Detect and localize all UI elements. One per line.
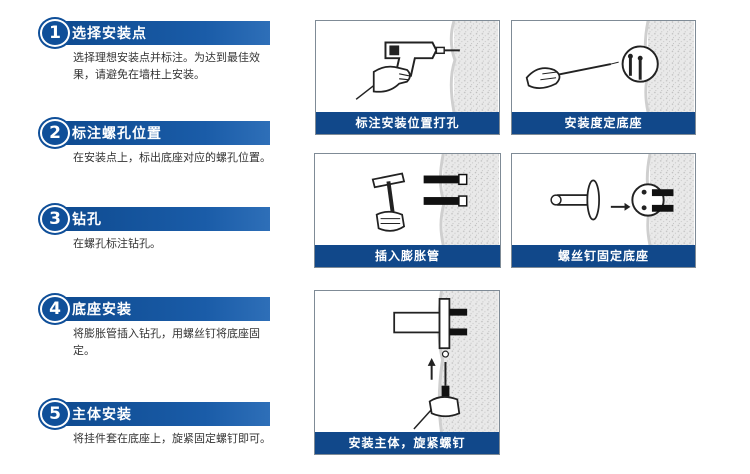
panel-mount-caption: 安装主体，旋紧螺钉 bbox=[315, 432, 499, 454]
panel-anchor-caption: 插入膨胀管 bbox=[315, 245, 500, 267]
step-4: 底座安装 4 将膨胀管插入钻孔，用螺丝钉将底座固定。 bbox=[40, 295, 270, 359]
hammer-icon bbox=[371, 154, 499, 245]
screwdriver-icon bbox=[525, 21, 695, 112]
step-5-title: 主体安装 bbox=[72, 407, 132, 423]
step-2: 标注螺孔位置 2 在安装点上，标出底座对应的螺孔位置。 bbox=[40, 119, 271, 166]
step-1-title: 选择安装点 bbox=[72, 26, 147, 42]
step-5-description: 将挂件套在底座上，旋紧固定螺钉即可。 bbox=[73, 432, 271, 445]
step-5-number-badge: 5 bbox=[40, 400, 70, 428]
step-2-title: 标注螺孔位置 bbox=[72, 126, 162, 142]
base-plate-icon bbox=[550, 154, 695, 245]
step-4-title-bar: 底座安装 bbox=[52, 297, 270, 321]
step-3-title-bar: 钻孔 bbox=[52, 207, 270, 231]
panel-screw: 螺丝钉固定底座 bbox=[511, 153, 696, 268]
step-4-description: 将膨胀管插入钻孔，用螺丝钉将底座固定。 bbox=[73, 327, 260, 357]
mount-illustration bbox=[315, 291, 499, 432]
step-3-title: 钻孔 bbox=[72, 212, 102, 228]
screw-illustration bbox=[512, 154, 695, 245]
drill-icon bbox=[355, 21, 499, 112]
panel-base: 安装度定底座 bbox=[511, 20, 696, 135]
step-3-number-badge: 3 bbox=[40, 205, 70, 233]
anchor-illustration bbox=[315, 154, 500, 245]
step-2-number-badge: 2 bbox=[40, 119, 70, 147]
panel-screw-caption: 螺丝钉固定底座 bbox=[512, 245, 695, 267]
step-2-description: 在安装点上，标出底座对应的螺孔位置。 bbox=[73, 151, 271, 164]
step-1: 选择安装点 1 选择理想安装点并标注。为达到最佳效果，请避免在墙柱上安装。 bbox=[40, 19, 270, 83]
step-3: 钻孔 3 在螺孔标注钻孔。 bbox=[40, 205, 270, 252]
step-1-description: 选择理想安装点并标注。为达到最佳效果，请避免在墙柱上安装。 bbox=[73, 51, 260, 81]
step-1-number-badge: 1 bbox=[40, 19, 70, 47]
step-4-number-badge: 4 bbox=[40, 295, 70, 323]
panel-drill: 标注安装位置打孔 bbox=[315, 20, 500, 135]
step-2-title-bar: 标注螺孔位置 bbox=[52, 121, 270, 145]
base-illustration bbox=[512, 21, 695, 112]
step-5: 主体安装 5 将挂件套在底座上，旋紧固定螺钉即可。 bbox=[40, 400, 271, 447]
panel-anchor: 插入膨胀管 bbox=[314, 153, 501, 268]
drill-illustration bbox=[316, 21, 499, 112]
panel-drill-caption: 标注安装位置打孔 bbox=[316, 112, 499, 134]
step-4-title: 底座安装 bbox=[72, 302, 132, 318]
step-5-title-bar: 主体安装 bbox=[52, 402, 270, 426]
panel-base-caption: 安装度定底座 bbox=[512, 112, 695, 134]
step-1-title-bar: 选择安装点 bbox=[52, 21, 270, 45]
hook-body-icon bbox=[393, 291, 499, 432]
panel-mount: 安装主体，旋紧螺钉 bbox=[314, 290, 500, 455]
step-3-description: 在螺孔标注钻孔。 bbox=[73, 237, 161, 250]
